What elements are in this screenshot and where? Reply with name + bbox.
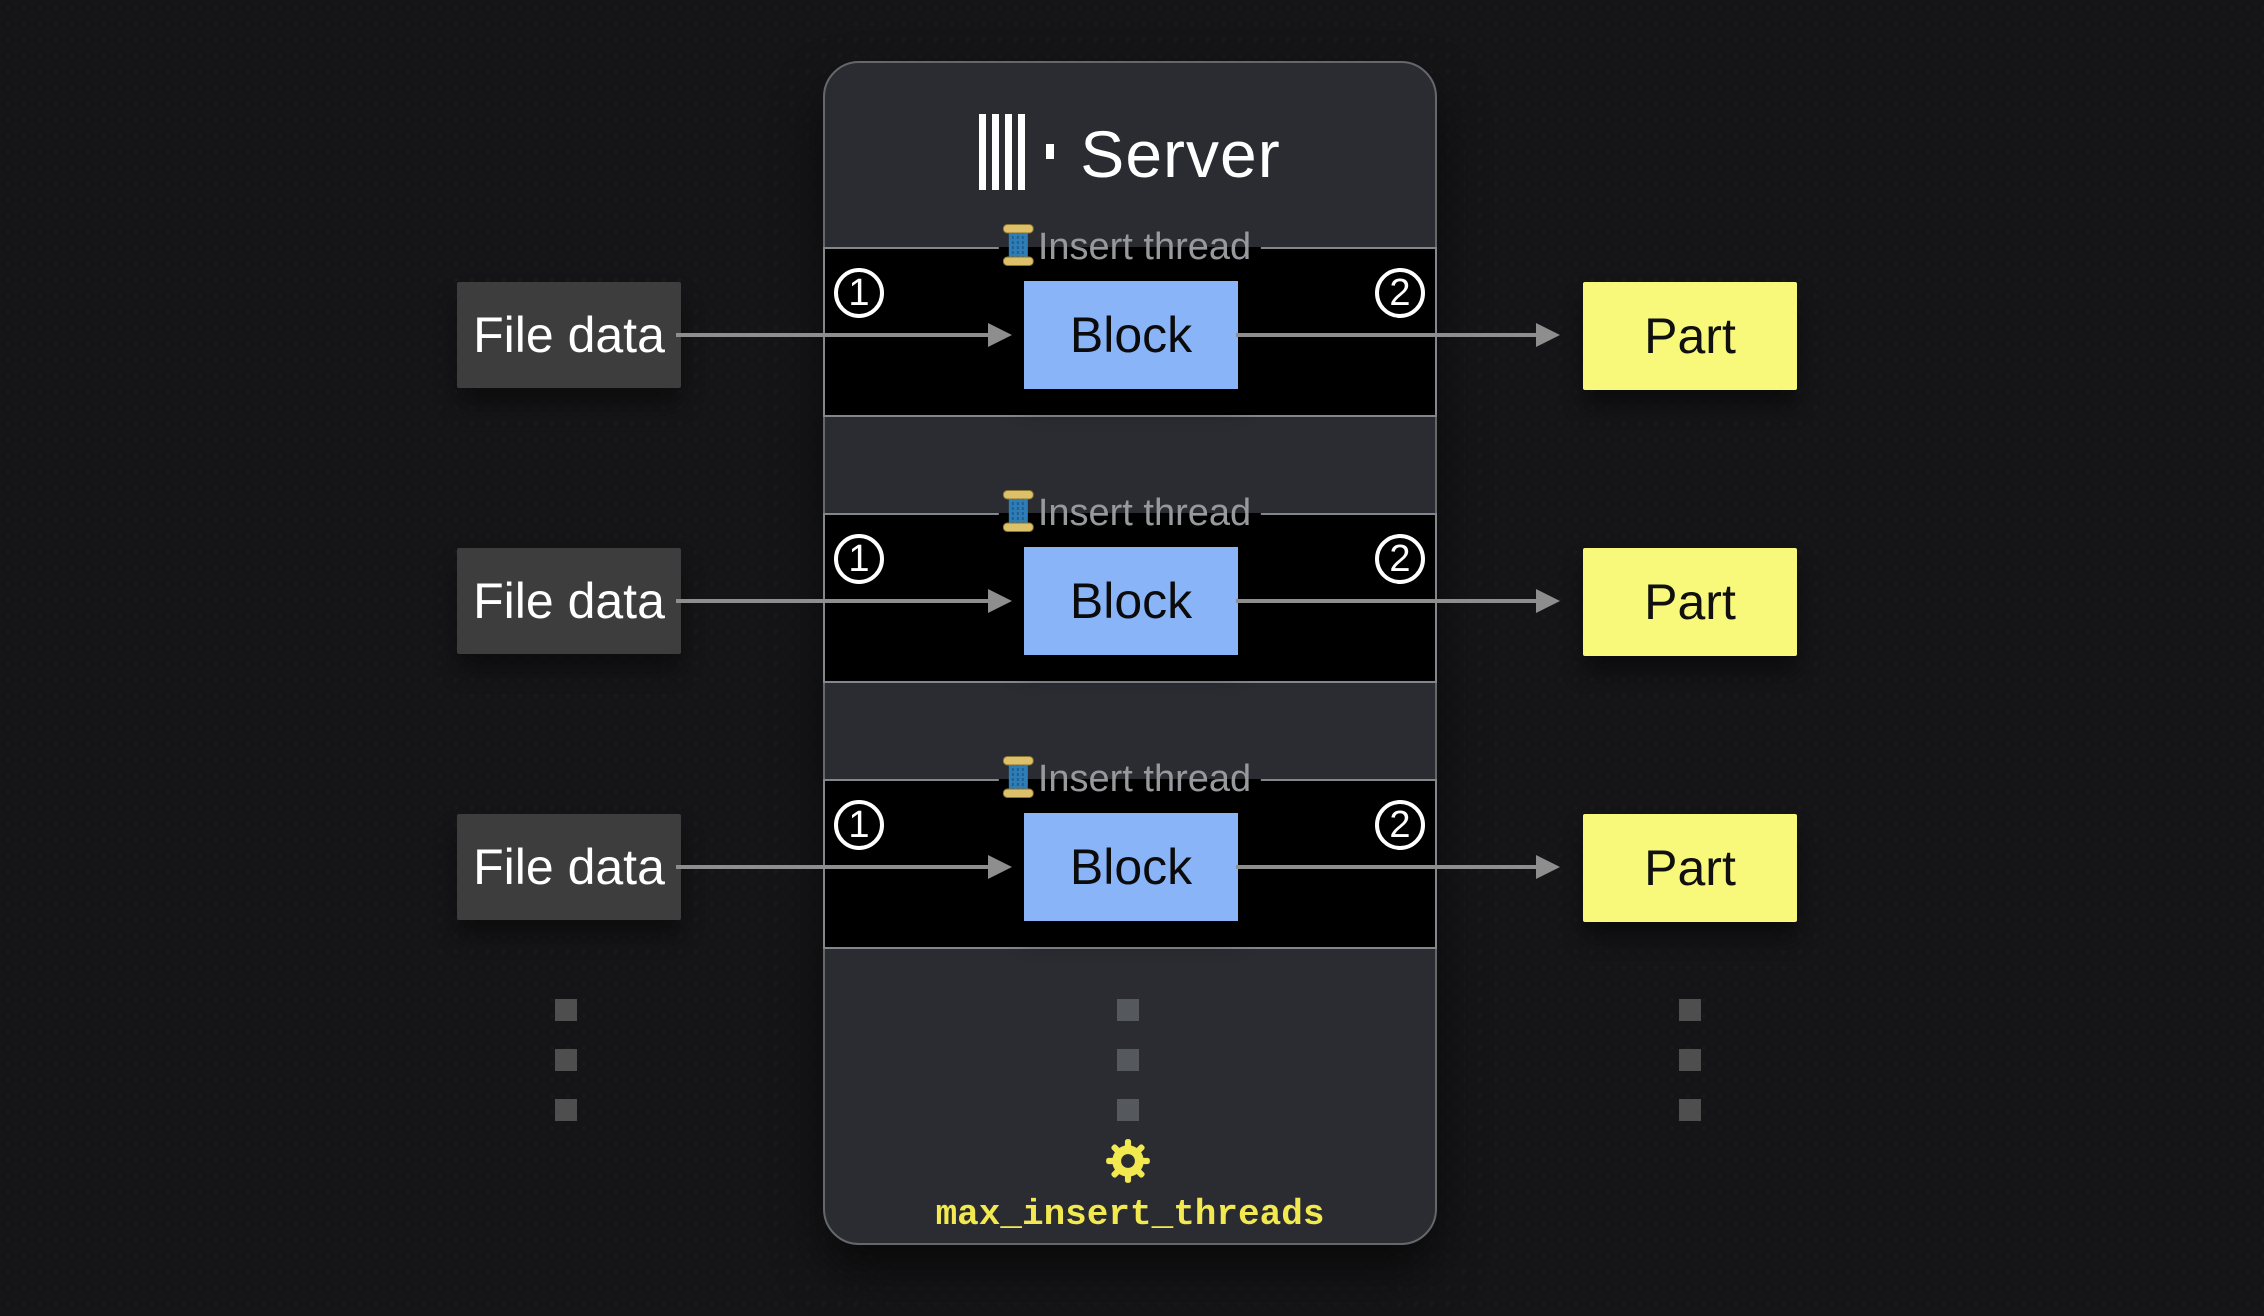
arrow-block-to-part [1236,323,1560,347]
file-data-box: File data [457,548,681,654]
block-box: Block [1024,813,1238,921]
step-1-badge: 1 [834,268,884,318]
ellipsis-dot [1679,1049,1701,1071]
step-1-badge: 1 [834,800,884,850]
ellipsis-dot [1679,999,1701,1021]
insert-thread-row: Insert thread 1 Block 2 [823,222,1437,417]
insert-thread-legend: Insert thread [998,488,1262,538]
step-1-badge: 1 [834,534,884,584]
step-2-badge: 2 [1375,800,1425,850]
part-box: Part [1583,814,1797,922]
ellipsis-dot [1117,999,1139,1021]
step-2-badge: 2 [1375,268,1425,318]
ellipsis-dot [1117,1099,1139,1121]
arrow-file-to-block [676,589,1012,613]
part-box: Part [1583,548,1797,656]
max-insert-threads-setting: max_insert_threads [935,1194,1325,1235]
insert-thread-label: Insert thread [1037,491,1252,534]
arrow-block-to-part [1236,589,1560,613]
insert-thread-label: Insert thread [1037,757,1252,800]
part-box: Part [1583,282,1797,390]
insert-thread-row: Insert thread 1 Block 2 [823,754,1437,949]
arrow-file-to-block [676,323,1012,347]
thread-spool-icon [1002,223,1034,271]
file-data-box: File data [457,282,681,388]
server-panel: Server Insert thread 1 Block 2 [823,61,1437,1245]
server-header: Server [825,63,1435,245]
thread-spool-icon [1002,489,1034,537]
block-box: Block [1024,281,1238,389]
insert-thread-row: Insert thread 1 Block 2 [823,488,1437,683]
ellipsis-dot [555,1099,577,1121]
ellipsis-dot [555,999,577,1021]
ellipsis-dot [1117,1049,1139,1071]
arrow-file-to-block [676,855,1012,879]
insert-thread-legend: Insert thread [998,222,1262,272]
insert-thread-label: Insert thread [1037,225,1252,268]
insert-thread-legend: Insert thread [998,754,1262,804]
file-data-box: File data [457,814,681,920]
thread-spool-icon [1002,755,1034,803]
ellipsis-dot [1679,1099,1701,1121]
clickhouse-logo-icon [979,113,1055,195]
gear-icon [1105,1138,1151,1189]
ellipsis-dot [555,1049,577,1071]
arrow-block-to-part [1236,855,1560,879]
block-box: Block [1024,547,1238,655]
step-2-badge: 2 [1375,534,1425,584]
server-title: Server [1080,117,1281,191]
